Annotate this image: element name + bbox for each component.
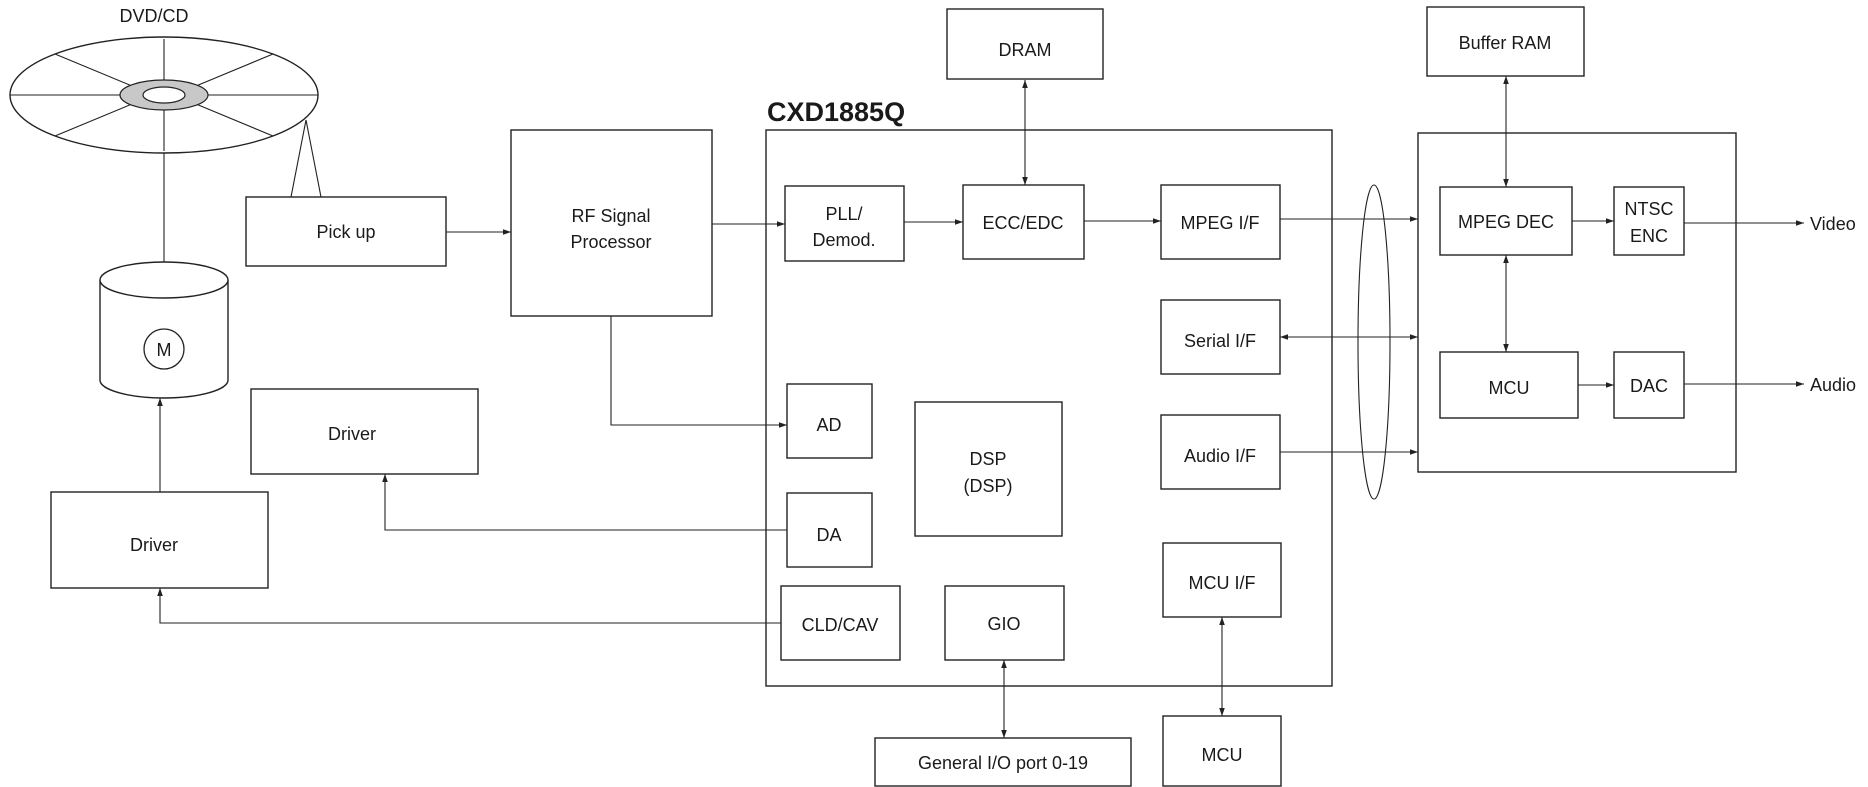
- motor-label: M: [157, 340, 172, 360]
- buffer-ram-block: Buffer RAM: [1426, 6, 1585, 77]
- mcu-external-block: MCU: [1162, 715, 1282, 787]
- motor-symbol: [143, 328, 185, 370]
- dram-label: DRAM: [999, 40, 1052, 60]
- chip-title: CXD1885Q: [767, 97, 905, 127]
- rf-label-line2: Processor: [570, 232, 651, 252]
- dac-label: DAC: [1630, 376, 1668, 396]
- buffer-ram-label: Buffer RAM: [1459, 33, 1552, 53]
- cld-to-driver-arrow: [157, 588, 781, 624]
- pickup-label: Pick up: [316, 222, 375, 242]
- serial-if-label: Serial I/F: [1184, 331, 1256, 351]
- connections: [157, 76, 1804, 738]
- ntsc-label-line1: NTSC: [1625, 199, 1674, 219]
- da-block: DA: [786, 492, 873, 568]
- ntsc-label-line2: ENC: [1630, 226, 1668, 246]
- disc-spokes: [10, 39, 318, 151]
- audio-if-label: Audio I/F: [1184, 446, 1256, 466]
- general-io-port-block: General I/O port 0-19: [874, 737, 1132, 787]
- mcu-ext-label: MCU: [1202, 745, 1243, 765]
- mpeg-if-block: MPEG I/F: [1160, 184, 1281, 260]
- bus-ellipse: [1357, 184, 1391, 500]
- audio-out-label: Audio: [1810, 375, 1856, 395]
- da-label: DA: [816, 525, 841, 545]
- gio-block: GIO: [944, 585, 1065, 661]
- ad-block: AD: [786, 383, 873, 459]
- driver-lower-block: Driver: [50, 491, 269, 589]
- dram-block: DRAM: [946, 8, 1104, 80]
- cld-label: CLD/CAV: [802, 615, 879, 635]
- ecc-edc-block: ECC/EDC: [962, 184, 1085, 260]
- pll-demod-block: PLL/ Demod.: [784, 185, 905, 262]
- ntsc-enc-block: NTSC ENC: [1613, 186, 1685, 256]
- gio-label: GIO: [987, 614, 1020, 634]
- rf-signal-processor-block: RF Signal Processor: [510, 129, 713, 317]
- mpeg-dec-label: MPEG DEC: [1458, 212, 1554, 232]
- pll-label-line2: Demod.: [812, 230, 875, 250]
- pickup-block: Pick up: [245, 196, 447, 267]
- rf-label-line1: RF Signal: [571, 206, 650, 226]
- dsp-label-line1: DSP: [969, 449, 1006, 469]
- driver-upper-label: Driver: [328, 424, 376, 444]
- dsp-block: DSP (DSP): [914, 401, 1063, 537]
- video-out-label: Video: [1810, 214, 1856, 234]
- serial-if-block: Serial I/F: [1160, 299, 1281, 375]
- driver-upper-block: Driver: [250, 388, 479, 475]
- da-to-driver-arrow: [382, 474, 787, 531]
- mpeg-dec-block: MPEG DEC: [1439, 186, 1573, 256]
- decoder-boundary: [1417, 132, 1737, 473]
- driver-lower-label: Driver: [130, 535, 178, 555]
- disc-label: DVD/CD: [119, 6, 188, 26]
- mcu-decoder-block: MCU: [1439, 351, 1579, 419]
- mcu-if-block: MCU I/F: [1162, 542, 1282, 618]
- mcu-dec-label: MCU: [1489, 378, 1530, 398]
- mpeg-if-label: MPEG I/F: [1180, 213, 1259, 233]
- dsp-label-line2: (DSP): [964, 476, 1013, 496]
- disc: [9, 36, 319, 154]
- pickup-laser: [290, 119, 322, 198]
- rf-to-ad-arrow: [610, 316, 787, 428]
- mcu-if-label: MCU I/F: [1189, 573, 1256, 593]
- audio-if-block: Audio I/F: [1160, 414, 1281, 490]
- ecc-label: ECC/EDC: [982, 213, 1063, 233]
- chip-boundary: [765, 129, 1333, 687]
- gio-port-label: General I/O port 0-19: [918, 753, 1088, 773]
- ad-label: AD: [816, 415, 841, 435]
- cld-cav-block: CLD/CAV: [780, 585, 901, 661]
- dac-block: DAC: [1613, 351, 1685, 419]
- pll-label-line1: PLL/: [825, 204, 862, 224]
- spindle-motor: M: [99, 261, 229, 399]
